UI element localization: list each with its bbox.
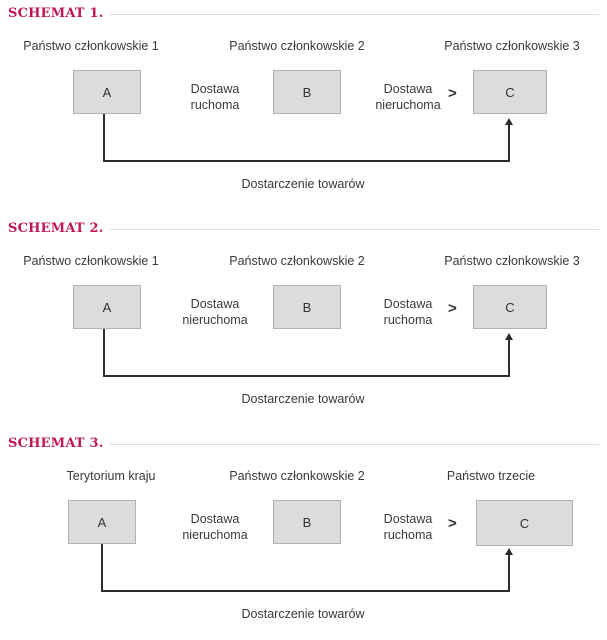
flow-label-a-b: Dostawa nieruchoma: [182, 512, 248, 542]
box-a: A: [68, 500, 136, 544]
arrow-up-icon: [505, 548, 513, 555]
country-label-2: Państwo członkowskie 2: [229, 39, 365, 53]
country-label-2: Państwo członkowskie 2: [229, 254, 365, 268]
connector-down-line: [103, 329, 105, 377]
flow-label-b-c: Dostawa ruchoma: [383, 297, 433, 327]
schemat-1-header: SCHEMAT 1.: [8, 6, 599, 21]
greater-than-symbol: >: [448, 300, 457, 317]
arrow-up-icon: [505, 118, 513, 125]
schemat-2-title: SCHEMAT 2.: [8, 221, 104, 236]
box-b: B: [273, 70, 341, 114]
schemat-3-section: SCHEMAT 3. Terytorium kraju Państwo czło…: [0, 430, 607, 640]
connector-horizontal-line: [103, 375, 510, 377]
greater-than-symbol: >: [448, 85, 457, 102]
box-b: B: [273, 285, 341, 329]
delivery-caption: Dostarczenie towarów: [241, 177, 365, 191]
schemat-1-section: SCHEMAT 1. Państwo członkowskie 1 Państw…: [0, 0, 607, 215]
schemat-3-title: SCHEMAT 3.: [8, 436, 104, 451]
country-label-2: Państwo członkowskie 2: [229, 469, 365, 483]
title-rule: [110, 444, 599, 445]
arrow-up-icon: [505, 333, 513, 340]
title-rule: [110, 14, 599, 15]
connector-horizontal-line: [103, 160, 510, 162]
connector-down-line: [103, 114, 105, 162]
flow-label-b-c: Dostawa nieruchoma: [375, 82, 441, 112]
flow-label-b-c: Dostawa ruchoma: [383, 512, 433, 542]
flow-label-a-b: Dostawa nieruchoma: [182, 297, 248, 327]
country-label-3: Państwo członkowskie 3: [444, 254, 580, 268]
greater-than-symbol: >: [448, 515, 457, 532]
country-label-1: Terytorium kraju: [66, 469, 156, 483]
delivery-caption: Dostarczenie towarów: [241, 392, 365, 406]
box-c: C: [473, 70, 547, 114]
delivery-caption: Dostarczenie towarów: [241, 607, 365, 621]
schemat-1-title: SCHEMAT 1.: [8, 6, 104, 21]
connector-down-line: [101, 544, 103, 592]
connector-up-line: [508, 125, 510, 160]
box-a: A: [73, 285, 141, 329]
connector-horizontal-line: [101, 590, 510, 592]
flow-label-a-b: Dostawa ruchoma: [190, 82, 240, 112]
box-c: C: [473, 285, 547, 329]
box-b: B: [273, 500, 341, 544]
schemat-2-header: SCHEMAT 2.: [8, 221, 599, 236]
schemat-3-header: SCHEMAT 3.: [8, 436, 599, 451]
connector-up-line: [508, 340, 510, 375]
country-label-3: Państwo członkowskie 3: [444, 39, 580, 53]
title-rule: [110, 229, 599, 230]
connector-up-line: [508, 555, 510, 590]
box-a: A: [73, 70, 141, 114]
schemat-2-section: SCHEMAT 2. Państwo członkowskie 1 Państw…: [0, 215, 607, 430]
country-label-1: Państwo członkowskie 1: [23, 39, 159, 53]
box-c: C: [476, 500, 573, 546]
country-label-1: Państwo członkowskie 1: [23, 254, 159, 268]
country-label-3: Państwo trzecie: [446, 469, 536, 483]
